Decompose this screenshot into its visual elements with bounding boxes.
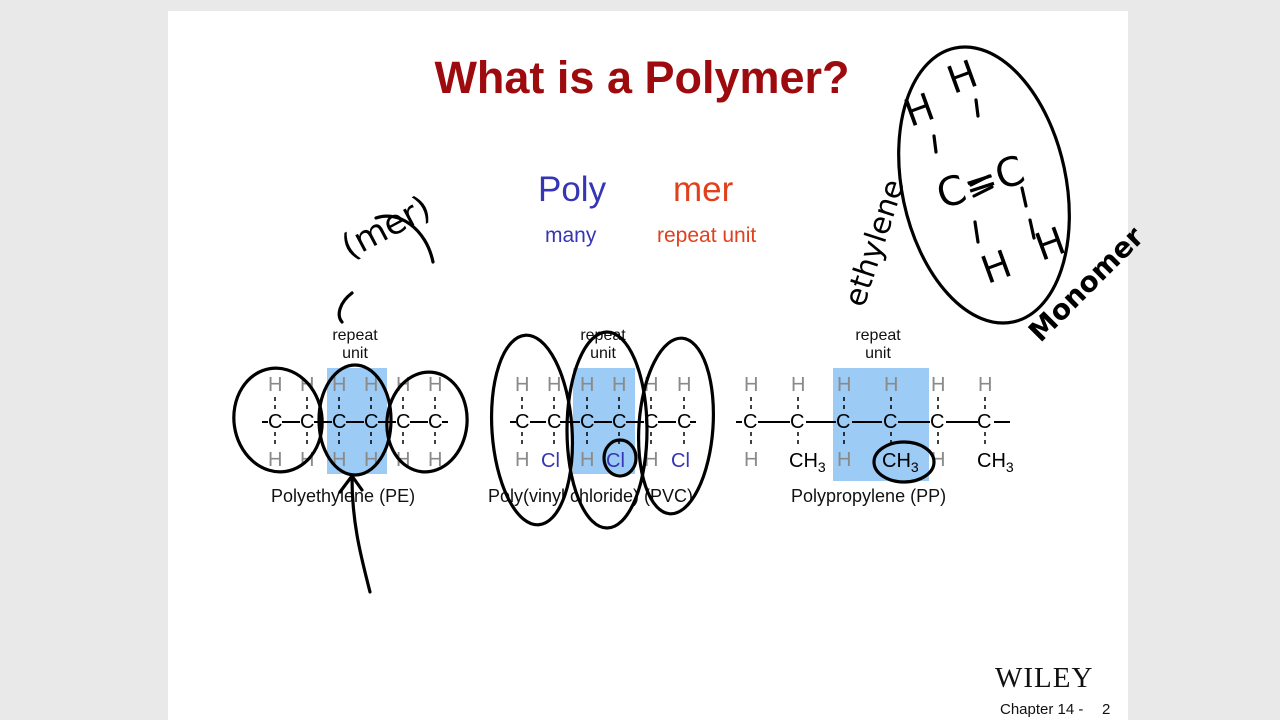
poly-meaning: many <box>545 224 597 247</box>
ink-double-bond <box>969 174 994 198</box>
ink-bond <box>973 220 980 244</box>
ink-arrow <box>338 474 372 594</box>
atom-h: H <box>931 374 946 396</box>
atom-h: H <box>644 449 659 471</box>
atom-h: H <box>580 449 595 471</box>
atom-cl: Cl <box>671 450 690 472</box>
atom-h: H <box>268 374 283 396</box>
methyl-group: CH3 <box>977 450 1014 475</box>
repeat-unit-highlight-pp <box>833 368 929 481</box>
ink-paren <box>374 214 435 264</box>
ink-circle <box>636 336 716 516</box>
atom-h: H <box>428 374 443 396</box>
atom-c: C <box>428 411 443 433</box>
atom-c: C <box>396 411 411 433</box>
atom-h: H <box>791 374 806 396</box>
ink-circle <box>872 440 936 484</box>
polymer-name-pp: Polypropylene (PP) <box>791 486 947 506</box>
page-number: 2 <box>1102 701 1111 718</box>
atom-c: C <box>612 411 627 433</box>
atom-c: C <box>332 411 347 433</box>
slide-title: What is a Polymer? <box>434 52 850 103</box>
ink-circle <box>232 366 324 474</box>
atom-h: H <box>332 374 347 396</box>
atom-c: C <box>836 411 851 433</box>
atom-h: H <box>837 374 852 396</box>
methyl-group: CH3 <box>882 450 919 475</box>
atom-c: C <box>547 411 562 433</box>
atom-c: C <box>364 411 379 433</box>
atom-h: H <box>612 374 627 396</box>
publisher-logo: WILEY <box>995 662 1094 694</box>
mer-label: mer <box>673 170 734 209</box>
ink-bond <box>1020 186 1028 208</box>
ink-circle <box>565 330 649 530</box>
ink-circle <box>385 370 469 474</box>
atom-h: H <box>515 449 530 471</box>
ink-bond <box>1028 218 1036 240</box>
atom-cl: Cl <box>606 450 625 472</box>
atom-h: H <box>515 374 530 396</box>
ink-circle <box>317 363 393 477</box>
atom-h: H <box>547 374 562 396</box>
mer-meaning: repeat unit <box>657 224 757 247</box>
chapter-footer: Chapter 14 - <box>1000 701 1084 718</box>
ink-bond <box>932 134 938 154</box>
poly-label: Poly <box>538 170 607 209</box>
ink-paren <box>337 291 354 324</box>
atom-h: H <box>744 374 759 396</box>
atom-h: H <box>580 374 595 396</box>
atom-c: C <box>268 411 283 433</box>
atom-c: C <box>300 411 315 433</box>
atom-h: H <box>837 449 852 471</box>
atom-c: C <box>883 411 898 433</box>
atom-c: C <box>930 411 945 433</box>
ink-circle <box>602 438 638 478</box>
atom-h: H <box>268 449 283 471</box>
atom-c: C <box>743 411 758 433</box>
polymer-name-pe: Polyethylene (PE) <box>271 486 416 506</box>
atom-c: C <box>677 411 692 433</box>
atom-cl: Cl <box>541 450 560 472</box>
atom-c: C <box>790 411 805 433</box>
atom-c: C <box>977 411 992 433</box>
atom-h: H <box>428 449 443 471</box>
polymer-name-pvc: Poly(vinyl chloride) (PVC) <box>488 486 694 506</box>
ink-oval <box>897 45 1071 325</box>
ink-bond <box>974 98 980 118</box>
atom-h: H <box>364 374 379 396</box>
atom-h: H <box>744 449 759 471</box>
atom-c: C <box>580 411 595 433</box>
ink-circle <box>489 333 575 527</box>
atom-h: H <box>677 374 692 396</box>
methyl-group: CH3 <box>789 450 826 475</box>
atom-h: H <box>978 374 993 396</box>
slide <box>168 11 1128 720</box>
atom-h: H <box>884 374 899 396</box>
atom-c: C <box>515 411 530 433</box>
